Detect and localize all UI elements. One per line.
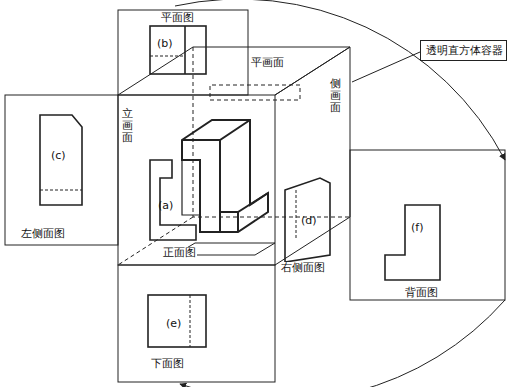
view-label: (f) (410, 222, 424, 234)
view-drawing (148, 295, 206, 347)
view-label: 平面图 (160, 12, 195, 24)
view-label: (b) (156, 38, 174, 50)
callout-text: 透明直方体容器 (426, 45, 501, 57)
right-side-plane (275, 47, 350, 265)
callout-box: 透明直方体容器 (420, 40, 507, 61)
view-label: 平画面 (250, 57, 285, 69)
view-label: (e) (165, 318, 182, 330)
hidden-edge (118, 47, 350, 265)
view-drawing (150, 26, 206, 74)
view-drawing (40, 115, 82, 205)
box-top-face (118, 47, 350, 95)
view-label: (c) (50, 150, 67, 162)
leader-line (352, 52, 420, 82)
view-drawing (285, 178, 330, 262)
object-solid (182, 120, 268, 232)
view-label: 侧画面 (329, 78, 342, 114)
view-label: (d) (300, 215, 318, 227)
view-label: 右侧面图 (280, 262, 326, 274)
view-label: (a) (157, 200, 174, 212)
left-panel (5, 95, 118, 245)
view-drawing (150, 160, 196, 240)
back-panel (350, 150, 505, 300)
view-label: 背面图 (404, 287, 439, 299)
view-label: 立画面 (121, 108, 134, 144)
front-plane (118, 95, 275, 265)
view-label: 下面图 (150, 358, 185, 370)
bottom-panel (118, 265, 275, 382)
view-label: 正面图 (162, 247, 197, 259)
view-drawing (385, 205, 440, 280)
rotation-arc (180, 300, 505, 387)
view-label: 左侧面图 (20, 228, 66, 240)
